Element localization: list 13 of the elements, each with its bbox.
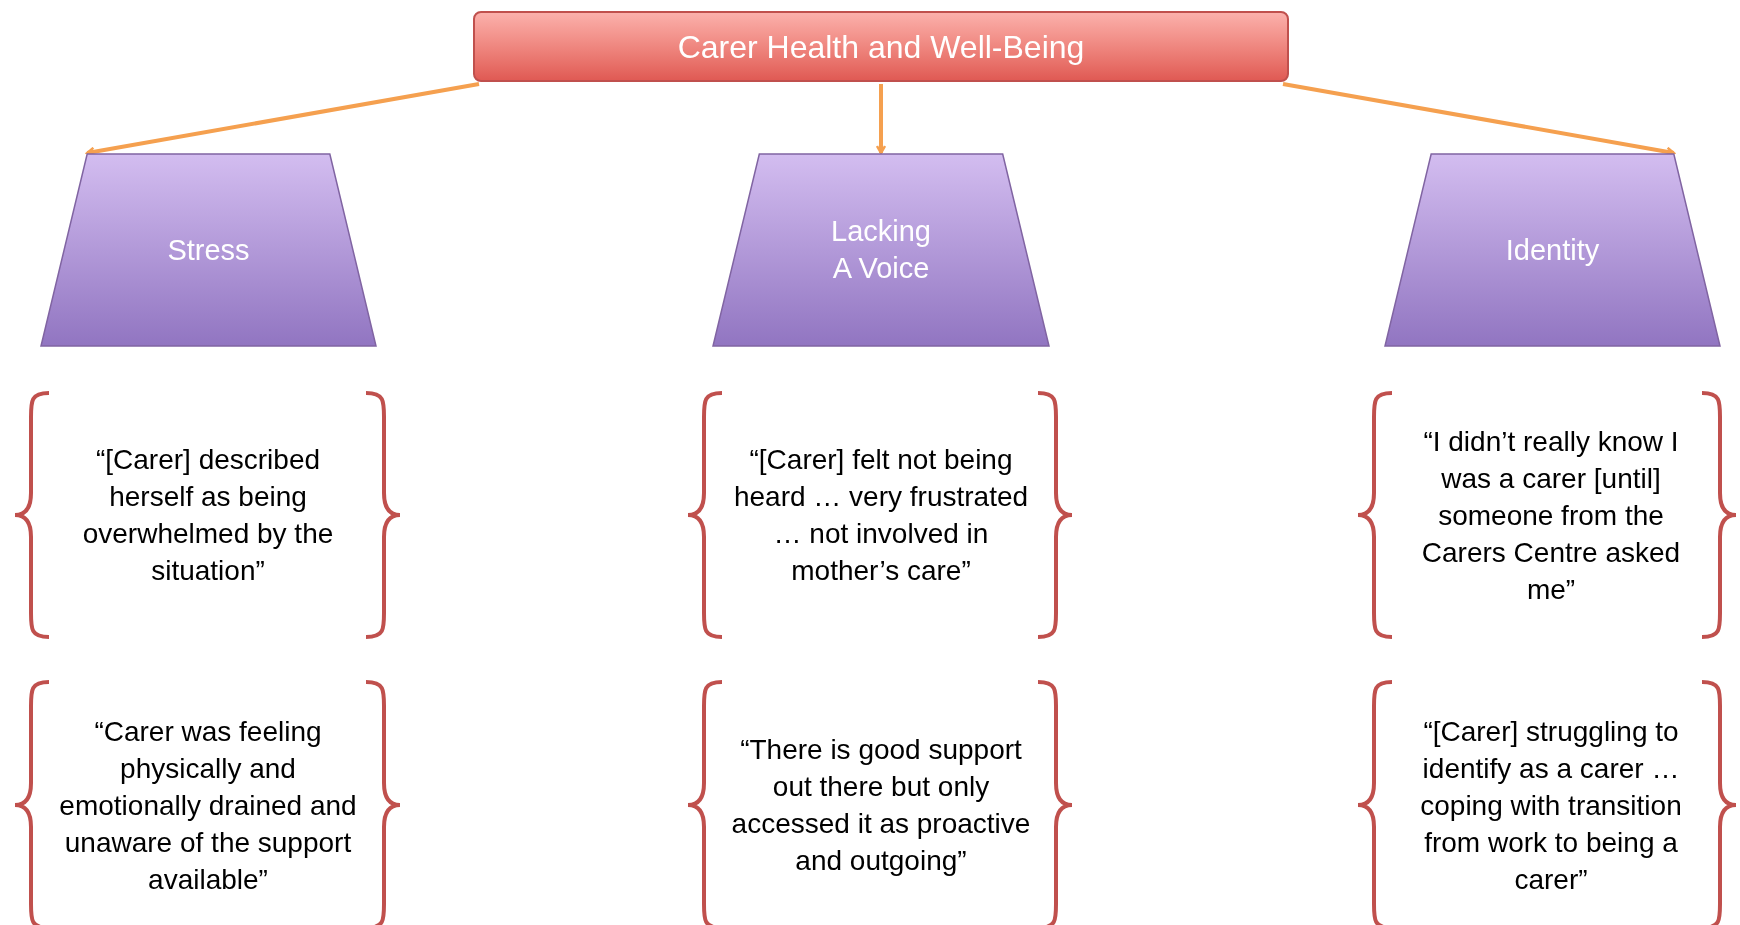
quote-text: “I didn’t really know I was a carer [until] someone from the Carers Centre asked me” [1396,391,1706,639]
quote-text: “[Carer] struggling to identify as a carer … coping with transition from work to being a carer” [1396,680,1706,925]
trapezoid-box: Identity [1384,153,1721,347]
quote-text: “There is good support out there but only accessed it as proactive and outgoing” [726,680,1036,925]
arrow [875,84,887,155]
trapezoid-box: Stress [40,153,377,347]
trapezoid-box: Lacking A Voice [712,153,1050,347]
quote-text: “[Carer] described herself as being overwhelmed by the situation” [53,391,363,639]
title-box: Carer Health and Well-Being [473,11,1289,82]
quote-text: “Carer was feeling physically and emotionally drained and unaware of the support available” [53,680,363,925]
arrow [85,82,480,157]
quote-text: “[Carer] felt not being heard … very frustrated … not involved in mother’s care” [726,391,1036,639]
arrow [1282,82,1676,157]
